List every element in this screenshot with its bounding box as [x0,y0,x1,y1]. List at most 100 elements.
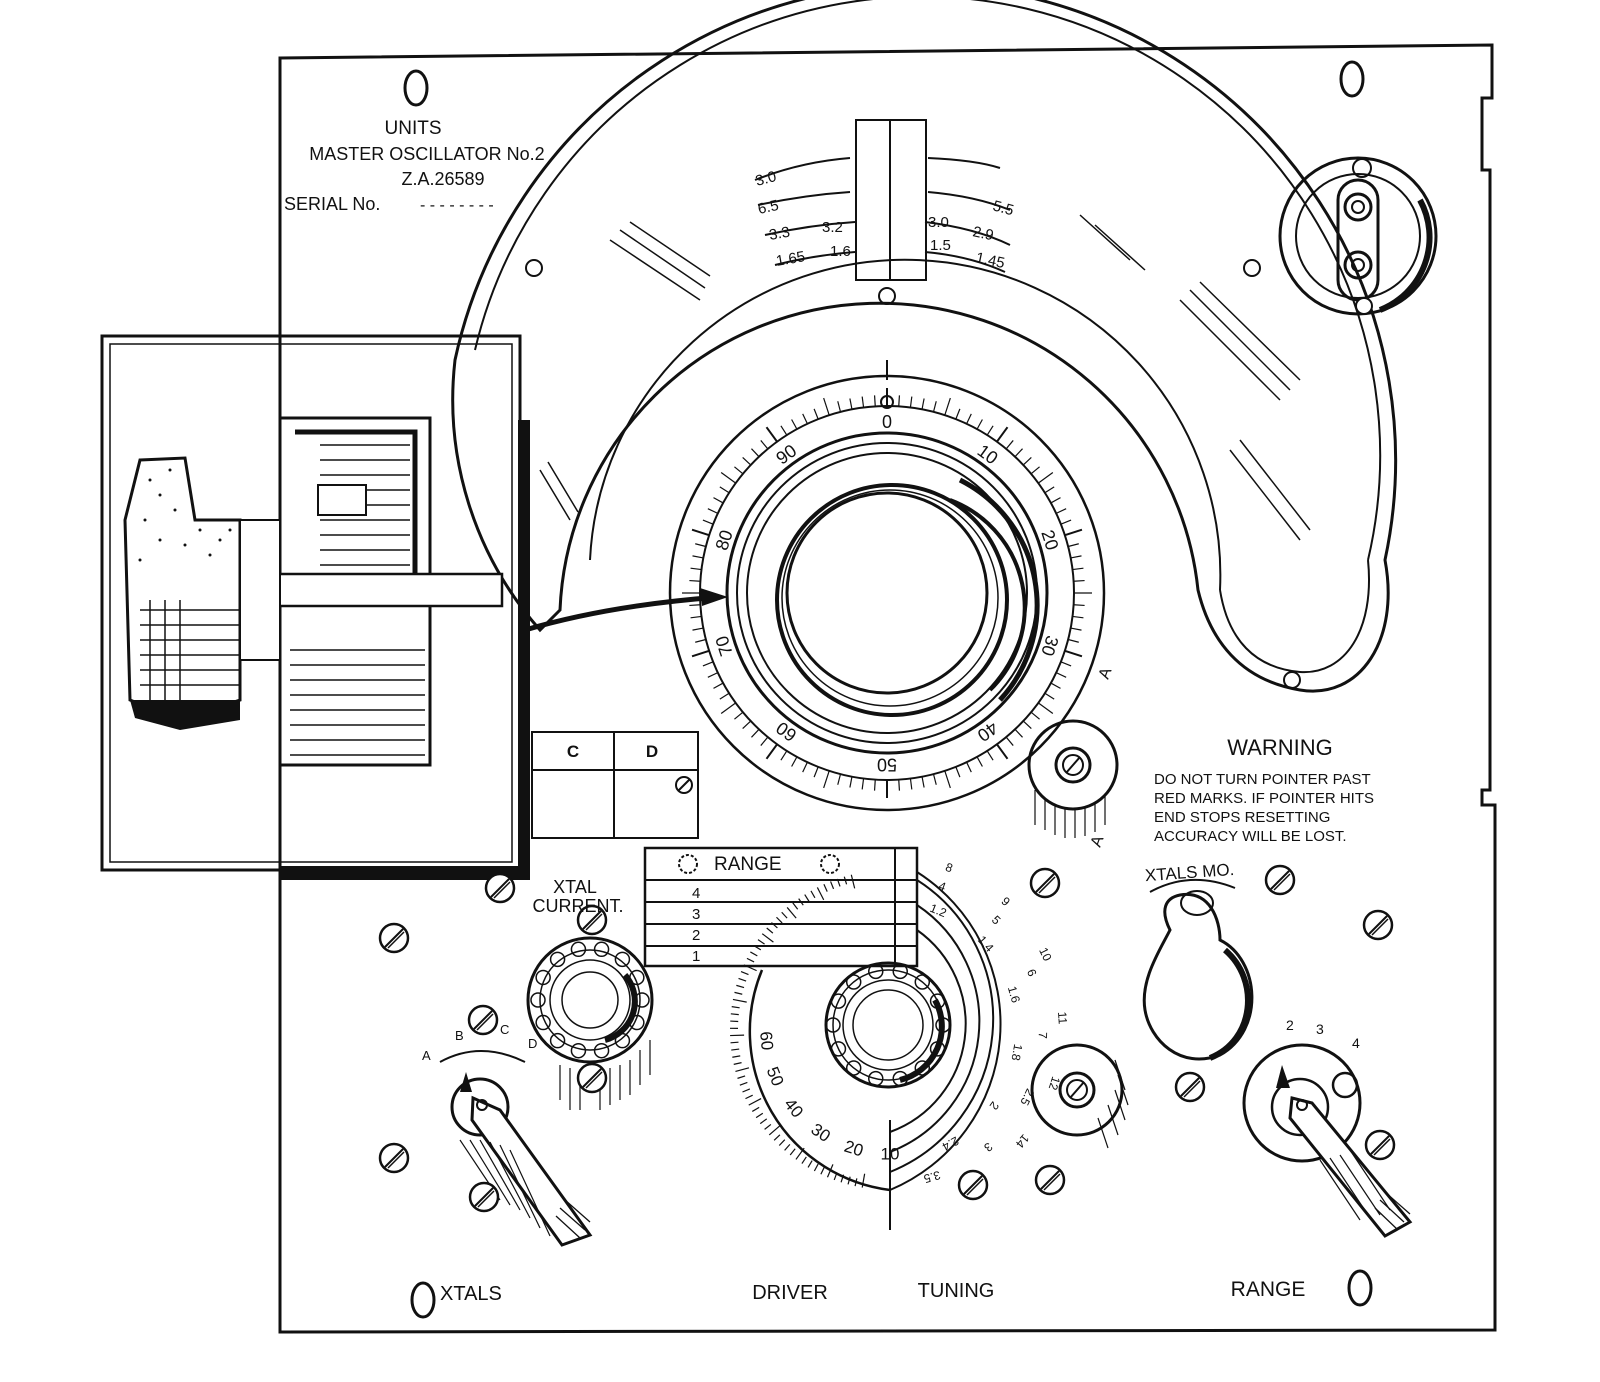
bottom-label-xtals: XTALS [440,1283,502,1305]
range-switch-pos-4: 4 [1352,1035,1360,1051]
range-row-4: 4 [692,885,700,902]
tuning-scale-inner-0: 1.2 [928,901,949,920]
upper-scale-right-2: 2.9 [971,223,995,244]
driver-dial-number-20: 20 [842,1137,866,1161]
screw-4 [1362,909,1394,941]
tuning-scale-inner-4: 2 [986,1099,1001,1113]
warning-title: WARNING [1227,735,1333,760]
tuning-scale-inner-3: 1.8 [1008,1043,1025,1062]
fine-adjust-knob-lower[interactable] [1030,1043,1129,1149]
screw-13 [576,1062,608,1094]
upper-scale-right-1: 3.0 [928,214,949,231]
range-row-1: 1 [692,948,700,965]
screw-10 [957,1169,989,1201]
range-selector-switch[interactable]: 2 3 4 [1242,1017,1413,1238]
main-dial-number-60: 60 [772,718,800,746]
screw-3 [1264,864,1296,896]
xtal-current-label-line1: XTAL [553,877,597,897]
main-dial-number-90: 90 [772,440,800,468]
tuning-scale-middle-5: 3 [981,1140,995,1155]
upper-scale-left-1: 6.5 [756,197,780,218]
driver-dial-number-40: 40 [780,1095,807,1122]
xtals-switch-pos-a: A [422,1048,431,1063]
tuning-scale-outer-3: 11 [1055,1011,1070,1025]
xtals-switch-pos-c: C [500,1022,509,1037]
upper-scale-left-0: 3.0 [754,168,779,190]
xtal-table-header-c: C [567,742,579,761]
mounting-slot-top-right [1339,60,1365,98]
bottom-label-tuning: TUNING [918,1280,995,1302]
driver-dial-number-60: 60 [756,1031,777,1052]
screw-12 [576,904,608,936]
header-serial-label: SERIAL No. [284,194,380,214]
bottom-label-driver: DRIVER [752,1282,828,1304]
upper-scale-left-2: 3.3 [768,224,791,244]
xtal-table: C D [531,731,699,839]
tuning-scale-outer-5: 14 [1013,1131,1033,1150]
upper-scale-right-0: 5.5 [991,197,1016,219]
main-dial-number-50: 50 [877,754,897,774]
xtals-mo-label: XTALS MO. [1144,860,1235,885]
pointer-sweep [451,0,1398,693]
range-row-2: 2 [692,927,700,944]
driver-dial-number-50: 50 [763,1064,788,1089]
upper-scale-left-4: 1.65 [775,248,807,270]
dial-mark-a-upper: A [1096,665,1116,681]
range-row-3: 3 [692,906,700,923]
mounting-slot-bottom-left [410,1281,436,1319]
screw-1 [484,872,516,904]
upper-scale-right-4: 1.45 [974,249,1006,272]
panel-screws [378,864,1396,1213]
panel-outline [278,43,1497,1334]
xtal-current-knob[interactable] [526,936,654,1110]
main-dial-number-40: 40 [974,718,1002,746]
tuning-scale-middle-6: 3.5 [922,1168,942,1186]
top-right-knob[interactable] [1278,156,1438,316]
tuning-scale-inner-2: 1.6 [1005,985,1023,1005]
screw-11 [1034,1164,1066,1196]
warning-line-4: ACCURACY WILL BE LOST. [1154,828,1347,845]
driver-dial-number-30: 30 [808,1120,834,1146]
xtals-mo-switch[interactable] [1142,879,1254,1061]
tuning-scale-middle-1: 5 [989,913,1004,928]
upper-scale-left-5: 1.6 [830,243,851,260]
driver-knob[interactable] [824,961,952,1089]
range-switch-pos-3: 3 [1316,1021,1324,1037]
tuning-scale-middle-3: 7 [1036,1032,1050,1039]
screw-6 [468,1181,500,1213]
tuning-scale-outer-2: 10 [1036,945,1055,963]
range-table-title: RANGE [714,854,782,875]
mounting-slot-bottom-right [1347,1269,1373,1307]
screw-9 [1364,1129,1396,1161]
range-switch-pos-2: 2 [1286,1017,1294,1033]
upper-frequency-scale: 3.0 6.5 3.3 3.2 1.65 1.6 5.5 3.0 2.9 1.5… [754,157,1016,273]
tuning-scale-middle-2: 6 [1024,967,1040,979]
inset-arrow [524,588,728,633]
warning-line-3: END STOPS RESETTING [1154,809,1330,826]
header-title: MASTER OSCILLATOR No.2 [309,144,544,164]
dial-mark-a-lower: A [1088,833,1108,849]
fine-adjust-knob-upper[interactable] [1027,719,1119,838]
upper-scale-right-3: 1.5 [930,237,951,254]
header-model: Z.A.26589 [401,169,484,189]
header-units: UNITS [385,118,442,139]
main-dial-graduations [682,388,1092,798]
main-dial-number-0: 0 [882,412,892,432]
screw-2 [1029,867,1061,899]
driver-dial-graduations [730,874,866,1188]
upper-scale-left-3: 3.2 [822,219,843,236]
xtals-selector-switch[interactable]: A B C D [422,1022,593,1247]
screw-5 [378,1142,410,1174]
screw-0 [378,922,410,954]
screw-7 [467,1004,499,1036]
bottom-label-range: RANGE [1231,1278,1306,1301]
inset-cutaway [100,334,530,880]
xtals-switch-pos-d: D [528,1036,537,1051]
xtal-current-label-line2: CURRENT. [532,896,623,916]
warning-line-1: DO NOT TURN POINTER PAST [1154,771,1371,788]
tuning-scale-outer-0: 8 [944,860,955,876]
xtal-table-header-d: D [646,742,658,761]
main-dial-number-10: 10 [974,440,1002,468]
range-table: RANGE 4 3 2 1 [643,846,919,968]
